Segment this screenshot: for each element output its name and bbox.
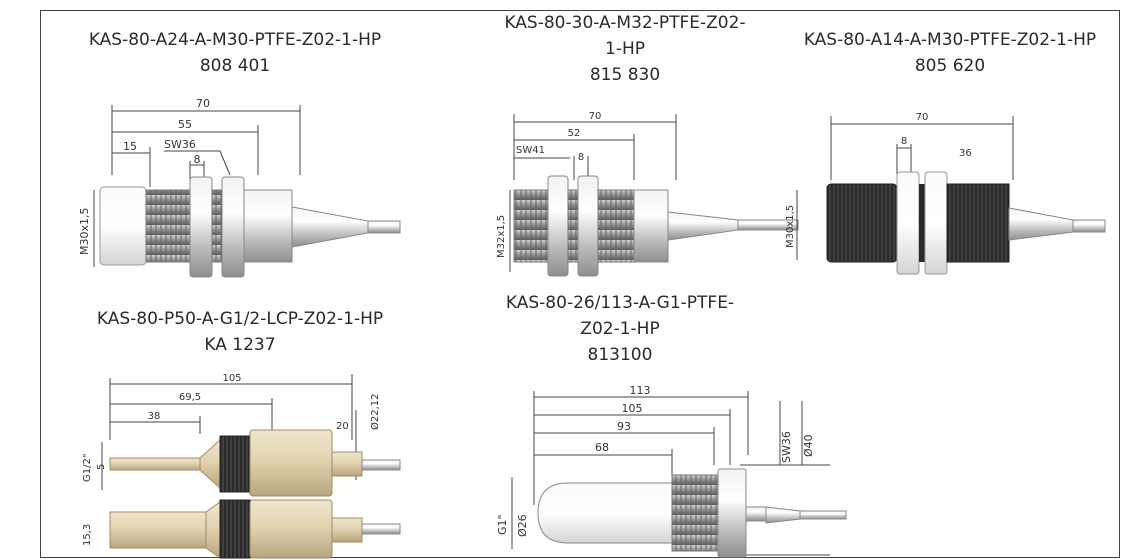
caption-product-2: KAS-80-30-A-M32-PTFE-Z02- 1-HP 815 830	[475, 10, 775, 88]
thread-section	[145, 189, 191, 263]
front-view	[109, 499, 401, 559]
dim-third: 38	[148, 411, 161, 422]
dim-second: 69,5	[179, 392, 201, 403]
side-view	[109, 429, 401, 497]
caption-product-1: KAS-80-A24-A-M30-PTFE-Z02-1-HP 808 401	[70, 27, 400, 79]
dark-body-rear	[946, 183, 1010, 263]
dim-nut: 8	[901, 136, 907, 147]
dim-second: 55	[178, 118, 192, 131]
dim-dia: Ø22,12	[369, 394, 381, 431]
product-5-code-line1: KAS-80-26/113-A-G1-PTFE-	[505, 293, 735, 313]
cable-gland	[667, 211, 739, 241]
product-1-drawing: 70 55 15 SW36 8 M30x1,5	[78, 97, 401, 278]
cable-gland	[1008, 207, 1074, 241]
hex-nut-2	[924, 171, 948, 275]
hex-nut-2	[577, 175, 599, 277]
dim-tipdia: Ø26	[516, 514, 529, 537]
hex-nut-1	[189, 176, 213, 278]
dim-nut: 8	[194, 153, 201, 166]
hex-nut-1	[547, 175, 569, 277]
product-4-code: KAS-80-P50-A-G1/2-LCP-Z02-1-HP	[96, 309, 384, 329]
cable	[737, 219, 799, 231]
dim-wrench: SW36	[780, 431, 793, 463]
dim-thread: M32x1,5	[496, 215, 507, 258]
dim-overall: 70	[589, 111, 602, 122]
dim-overall: 105	[222, 373, 241, 384]
cable	[1072, 219, 1106, 233]
dim-thread: G1/2"	[82, 454, 93, 482]
cable-gland	[765, 506, 801, 524]
cable	[367, 220, 401, 234]
dim-thread: G1"	[496, 514, 509, 535]
product-5-drawing: 113 105 93 68 SW36 Ø40 G1" Ø26	[496, 384, 847, 558]
product-5-code-line2: Z02-1-HP	[580, 319, 660, 339]
dim-tip: 5	[96, 464, 107, 470]
thread-g1	[671, 474, 719, 552]
dim-nut: 8	[578, 152, 584, 163]
dim-thread: M30x1,5	[785, 205, 796, 248]
dim-d1: 113	[630, 384, 651, 397]
dark-body-front	[826, 183, 898, 263]
cable-gland	[291, 206, 369, 248]
product-3-number: 805 620	[914, 56, 986, 76]
product-1-code: KAS-80-A24-A-M30-PTFE-Z02-1-HP	[88, 30, 382, 50]
hex-body	[717, 468, 747, 558]
hex-nut-2	[221, 176, 245, 278]
dim-d2: 105	[622, 402, 643, 415]
product-2-code-line2: 1-HP	[605, 39, 645, 59]
ptfe-probe	[537, 482, 673, 544]
product-2-drawing: 70 52 SW41 8 M32x1,5	[496, 111, 799, 277]
product-5-number: 813100	[587, 345, 653, 365]
housing	[633, 189, 669, 263]
dim-second: 52	[568, 128, 581, 139]
product-4-drawing: 105 69,5 38 20 Ø22,12 G1/2" 5 15,3	[82, 373, 401, 559]
product-3-code: KAS-80-A14-A-M30-PTFE-Z02-1-HP	[803, 30, 1097, 50]
cable	[799, 510, 847, 520]
caption-product-5: KAS-80-26/113-A-G1-PTFE- Z02-1-HP 813100	[470, 290, 770, 368]
dim-d3: 93	[617, 420, 631, 433]
product-3-drawing: 70 8 36 M30x1,5	[785, 112, 1106, 275]
housing	[243, 189, 293, 263]
dim-body: 15,3	[82, 524, 93, 546]
dim-thread: M30x1,5	[78, 208, 91, 256]
dim-wrench: 36	[959, 148, 972, 159]
dim-wrench: SW36	[164, 138, 196, 151]
dim-overall: 70	[196, 97, 210, 110]
dim-overall: 70	[916, 112, 929, 123]
caption-product-3: KAS-80-A14-A-M30-PTFE-Z02-1-HP 805 620	[785, 27, 1115, 79]
hex-nut-1	[896, 171, 920, 275]
clipped-header-text	[0, 0, 400, 8]
dim-d4: 68	[595, 441, 609, 454]
product-4-number: KA 1237	[204, 335, 276, 355]
sensor-tip	[99, 186, 147, 266]
caption-product-4: KAS-80-P50-A-G1/2-LCP-Z02-1-HP KA 1237	[70, 306, 410, 358]
dim-wrench: 20	[336, 421, 349, 432]
product-1-number: 808 401	[199, 56, 271, 76]
dim-wrench: SW41	[516, 145, 545, 156]
product-2-number: 815 830	[589, 65, 661, 85]
dim-third: 15	[123, 140, 137, 153]
dim-dia: Ø40	[802, 434, 815, 457]
product-2-code-line1: KAS-80-30-A-M32-PTFE-Z02-	[504, 13, 746, 33]
